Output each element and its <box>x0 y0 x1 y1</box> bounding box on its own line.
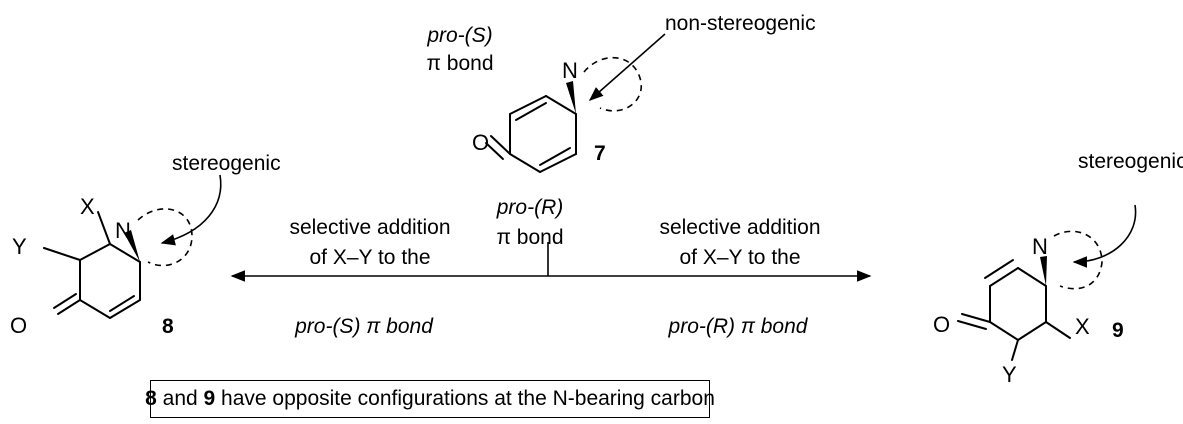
compound-7-structure <box>485 33 666 173</box>
pro-r-bond-label: π bond <box>496 226 563 249</box>
compound-8-structure <box>43 174 222 319</box>
conclusion-compound-9: 9 <box>203 387 216 410</box>
left-arrow-line1: selective addition <box>289 216 450 239</box>
right-arrow-below: pro-(R) π bond <box>668 315 809 338</box>
pro-s-label: pro-(S) <box>426 24 492 47</box>
compound-7-nitrogen: N <box>562 58 578 83</box>
compound-9-number: 9 <box>1112 319 1124 342</box>
compound-9-y: Y <box>1002 362 1017 387</box>
non-stereogenic-label: non-stereogenic <box>665 12 816 35</box>
left-arrow-line2: of X–Y to the <box>309 246 430 269</box>
compound-8-nitrogen: N <box>115 218 131 243</box>
compound-7-number: 7 <box>594 142 606 165</box>
compound-8-stereogenic-label: stereogenic <box>172 152 281 175</box>
right-arrow-line1: selective addition <box>659 216 820 239</box>
compound-8-number: 8 <box>162 315 174 338</box>
conclusion-connector: and <box>156 387 204 410</box>
compound-9-stereogenic-label: stereogenic <box>1078 150 1183 173</box>
conclusion-compound-8: 8 <box>145 387 157 410</box>
pro-r-label: pro-(R) <box>496 196 564 219</box>
compound-8-y: Y <box>12 234 27 259</box>
compound-7-oxygen: O <box>472 130 489 155</box>
compound-9-structure <box>957 204 1137 361</box>
right-arrow-line2: of X–Y to the <box>679 246 800 269</box>
conclusion-box: 8 and 9 have opposite configurations at … <box>145 380 715 418</box>
compound-8-oxygen: O <box>10 313 27 338</box>
pro-s-bond-label: π bond <box>426 52 493 75</box>
compound-9-nitrogen: N <box>1032 234 1048 259</box>
compound-9-oxygen: O <box>933 312 950 337</box>
compound-9-x: X <box>1075 314 1090 339</box>
compound-8-x: X <box>80 194 95 219</box>
reaction-arrows <box>230 242 872 282</box>
left-arrow-below: pro-(S) π bond <box>294 315 434 338</box>
conclusion-text: have opposite configurations at the N-be… <box>215 387 715 410</box>
